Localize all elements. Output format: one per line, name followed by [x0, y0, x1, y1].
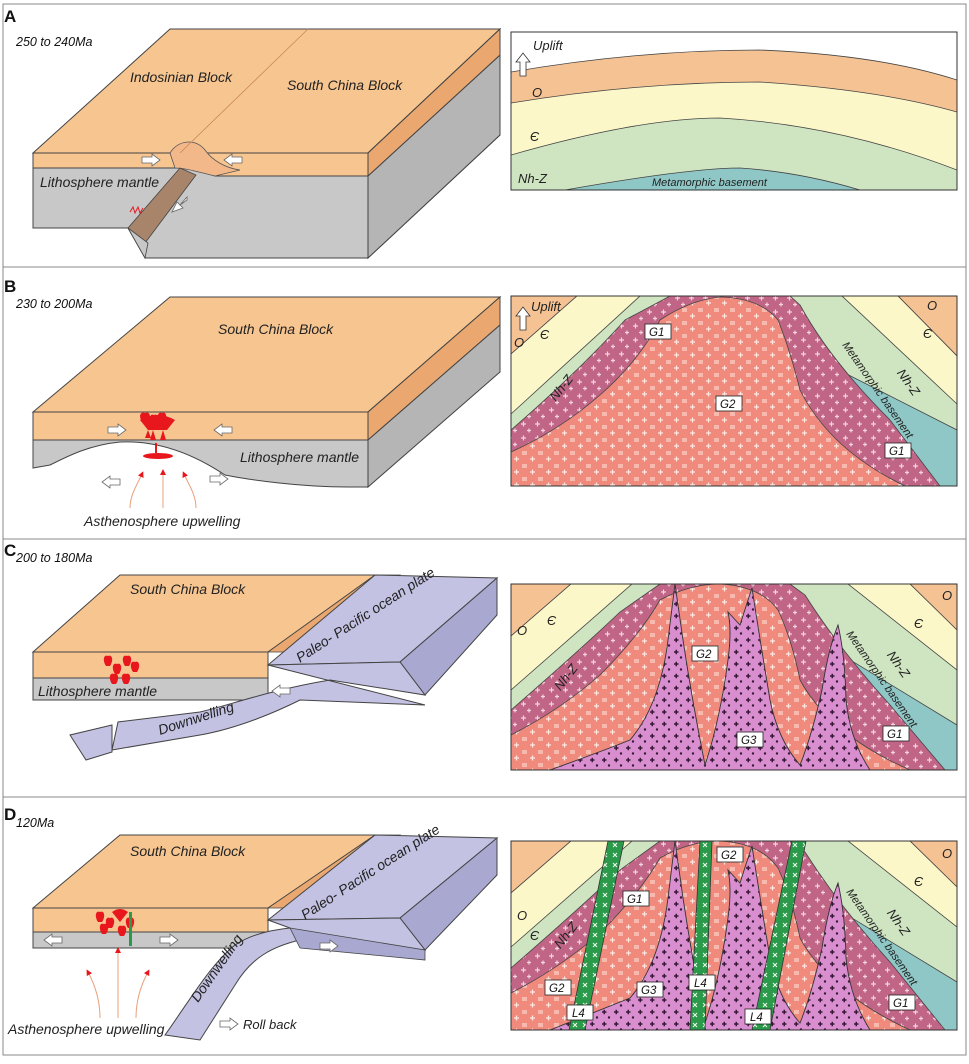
- label-asthenosphere-upwelling-b: Asthenosphere upwelling: [83, 513, 241, 529]
- label-south-china-block-b: South China Block: [218, 321, 334, 337]
- label-nhz-a: Nh-Z: [518, 171, 548, 186]
- g2-box-b: [715, 395, 743, 412]
- label-o-top-c: O: [942, 588, 952, 603]
- g3-box-d: [636, 981, 664, 998]
- label-asthenosphere-upwelling-d: Asthenosphere upwelling: [7, 1021, 165, 1037]
- block-diagram-a: Indosinian Block South China Block Litho…: [31, 27, 502, 260]
- panel-letter-d: D: [4, 805, 16, 824]
- label-o-left-b: O: [514, 335, 524, 350]
- g2-left-box-d: [544, 979, 572, 996]
- label-indosinian-block: Indosinian Block: [130, 69, 233, 85]
- label-g3-d: G3: [641, 985, 657, 997]
- l4-left-box-d: [566, 1004, 594, 1021]
- label-cambrian-right-d: Є: [914, 874, 924, 889]
- g1-upper-box-b: [644, 323, 672, 340]
- block-diagram-c: South China Block Paleo- Pacific ocean p…: [31, 564, 499, 761]
- block-diagram-d: South China Block Paleo- Pacific ocean p…: [7, 821, 499, 1041]
- label-south-china-block-c: South China Block: [130, 581, 246, 597]
- label-o-left-c: O: [517, 623, 527, 638]
- label-o-left-d: O: [517, 908, 527, 923]
- g1-upper-box-d: [622, 890, 650, 907]
- label-cambrian-left-b: Є: [540, 327, 550, 342]
- cross-section-c: [511, 584, 957, 770]
- cross-section-b: [511, 296, 957, 486]
- label-l4-left-d: L4: [572, 1008, 585, 1020]
- label-uplift-a: Uplift: [533, 38, 564, 53]
- l4-mid-box-d: [688, 974, 716, 991]
- label-o-a: O: [532, 85, 542, 100]
- section-frame-b: [510, 295, 958, 487]
- age-label-b: 230 to 200Ma: [15, 297, 92, 311]
- label-roll-back: Roll back: [243, 1017, 298, 1032]
- label-cambrian-right-b: Є: [923, 326, 933, 341]
- panel-letter-a: A: [4, 7, 16, 26]
- label-cambrian-a: Є: [530, 129, 540, 144]
- label-south-china-block-a: South China Block: [287, 77, 403, 93]
- age-label-a: 250 to 240Ma: [15, 35, 92, 49]
- section-frame-a: [510, 31, 958, 191]
- label-o-right-b: O: [927, 298, 937, 313]
- panel-letter-c: C: [4, 541, 16, 560]
- label-cambrian-right-c: Є: [914, 616, 924, 631]
- label-g1-upper-d: G1: [627, 894, 642, 906]
- label-g1-lower-b: G1: [889, 446, 904, 458]
- label-l4-right-d: L4: [750, 1012, 763, 1024]
- g3-box-c: [736, 731, 764, 748]
- age-label-c: 200 to 180Ma: [15, 551, 92, 565]
- label-g1-upper-b: G1: [649, 327, 664, 339]
- label-g1-lower-d: G1: [893, 998, 908, 1010]
- label-g2-top-d: G2: [721, 850, 737, 862]
- label-l4-mid-d: L4: [694, 978, 707, 990]
- label-uplift-b: Uplift: [531, 299, 562, 314]
- label-basement-a: Metamorphic basement: [652, 177, 768, 189]
- block-diagram-b: South China Block Lithosphere mantle Ast…: [31, 295, 502, 529]
- label-cambrian-left-c: Є: [547, 613, 557, 628]
- section-frame-c: [510, 583, 958, 771]
- label-g3-c: G3: [741, 735, 757, 747]
- label-o-top-d: O: [942, 846, 952, 861]
- label-g1-c: G1: [887, 729, 902, 741]
- label-lithosphere-mantle-b: Lithosphere mantle: [240, 449, 359, 465]
- g1-lower-box-b: [884, 442, 912, 459]
- l4-right-box-d: [744, 1008, 772, 1025]
- label-g2-c: G2: [696, 649, 712, 661]
- g2-top-box-d: [716, 846, 744, 863]
- panel-frame-d: [2, 796, 967, 1056]
- label-south-china-block-d: South China Block: [130, 843, 246, 859]
- label-g2-b: G2: [720, 399, 736, 411]
- section-frame-d: [510, 840, 958, 1031]
- g1-box-c: [882, 725, 910, 742]
- g2-box-c: [691, 645, 719, 662]
- g1-lower-box-d: [888, 994, 916, 1011]
- panel-letter-b: B: [4, 277, 16, 296]
- age-label-d: 120Ma: [16, 816, 54, 830]
- label-lithosphere-mantle-a: Lithosphere mantle: [40, 174, 159, 190]
- label-cambrian-left-d: Є: [530, 928, 540, 943]
- cross-section-d: [511, 841, 957, 1030]
- label-g2-left-d: G2: [549, 983, 565, 995]
- label-lithosphere-mantle-c: Lithosphere mantle: [38, 683, 157, 699]
- uplift-arrow-icon: [515, 306, 531, 331]
- cross-section-a: [511, 32, 957, 190]
